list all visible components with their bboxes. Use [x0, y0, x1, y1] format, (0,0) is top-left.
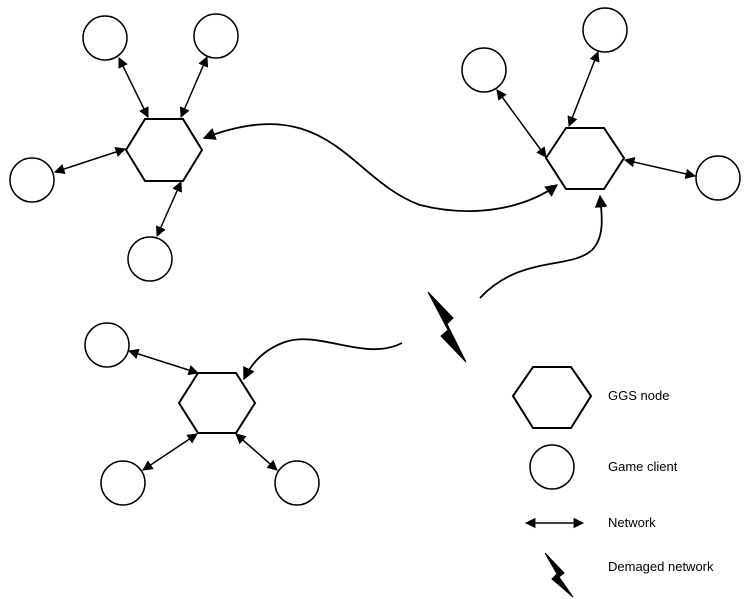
game-client-tl-4 — [127, 236, 173, 282]
game-client-tl-2 — [193, 13, 239, 59]
network-link-tl-2 — [179, 56, 209, 118]
legend-lightning-bolt-icon — [544, 552, 574, 598]
cluster-bottom-left — [84, 322, 320, 506]
legend-damaged-label: Demaged network — [608, 559, 714, 574]
ggs-node-bottom-left — [177, 372, 257, 434]
legend: GGS node Game client Network Demaged net… — [511, 366, 714, 598]
cluster-top-right — [461, 7, 741, 201]
network-link-bl-2 — [142, 433, 198, 471]
ggs-node-top-right — [544, 127, 626, 190]
game-client-tl-3 — [9, 157, 55, 203]
game-client-tl-1 — [82, 15, 128, 61]
ggs-node-top-left — [124, 118, 204, 182]
network-link-tr-3 — [623, 156, 697, 180]
game-client-bl-1 — [84, 322, 130, 368]
network-link-bl-1 — [127, 348, 200, 376]
game-client-tr-3 — [695, 155, 741, 201]
cluster-top-left — [9, 13, 239, 282]
network-link-tr-2 — [567, 51, 600, 127]
network-link-tl-3 — [54, 146, 126, 175]
network-link-bl-3 — [235, 433, 278, 471]
damaged-link-to-bl — [243, 338, 403, 381]
legend-network-label: Network — [608, 515, 656, 530]
lightning-bolt-icon — [427, 291, 467, 363]
circle-icon — [529, 444, 575, 490]
network-link-node-tl-tr — [202, 123, 559, 212]
network-link-tr-1 — [496, 89, 547, 158]
game-client-tr-1 — [461, 47, 507, 93]
game-client-bl-3 — [274, 460, 320, 506]
legend-node-label: GGS node — [608, 388, 669, 403]
network-link-tl-1 — [118, 57, 149, 118]
game-client-bl-2 — [100, 460, 146, 506]
game-client-tr-2 — [582, 7, 628, 53]
hexagon-icon — [511, 366, 593, 429]
damaged-link-to-tr — [479, 194, 608, 299]
network-link-tl-4 — [156, 181, 182, 237]
legend-client-label: Game client — [608, 459, 678, 474]
